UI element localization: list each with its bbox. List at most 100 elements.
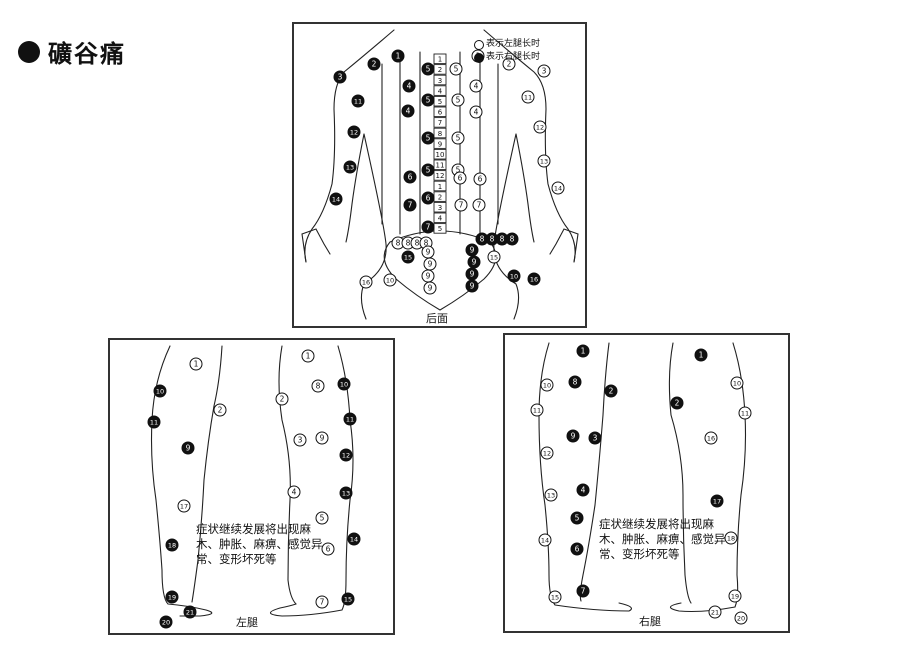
svg-text:5: 5: [426, 166, 431, 175]
svg-text:7: 7: [320, 598, 325, 607]
svg-text:11: 11: [354, 98, 362, 106]
left-leg-point-19: 4: [287, 485, 301, 499]
left-leg-point-1: 1: [189, 357, 203, 371]
svg-text:7: 7: [581, 587, 586, 596]
svg-text:8: 8: [510, 235, 515, 244]
svg-text:20: 20: [737, 615, 745, 623]
back-point-24: 7: [421, 220, 435, 234]
right-leg-point-14: 7: [576, 584, 590, 598]
svg-text:11: 11: [150, 419, 158, 427]
svg-text:7: 7: [426, 223, 431, 232]
right-note: 症状继续发展将出现麻木、肿胀、麻痹、感觉异常、变形坏死等: [599, 517, 726, 561]
vertebra-16: 4: [433, 212, 447, 224]
filled-circle-icon: [474, 52, 484, 63]
svg-text:6: 6: [438, 109, 443, 117]
vertebra-13: 1: [433, 180, 447, 192]
back-point-48: 9: [423, 281, 437, 295]
back-point-54: 10: [383, 273, 397, 287]
svg-text:17: 17: [180, 503, 188, 511]
heading-text: 礦谷痛: [48, 39, 126, 68]
back-point-20: 5: [421, 163, 435, 177]
right-leg-point-20: 16: [704, 431, 718, 445]
right-leg-point-5: 11: [530, 403, 544, 417]
svg-text:2: 2: [372, 60, 377, 69]
left-leg-point-17: 9: [315, 431, 329, 445]
svg-text:14: 14: [332, 196, 340, 204]
left-leg-point-6: 17: [177, 499, 191, 513]
back-point-28: 4: [469, 105, 483, 119]
back-point-5: 2: [502, 57, 516, 71]
right-leg-point-3: 8: [568, 375, 582, 389]
left-leg-point-23: 6: [321, 542, 335, 556]
vertebra-11: 11: [433, 159, 447, 171]
back-point-46: 9: [423, 257, 437, 271]
vertebra-6: 6: [433, 106, 447, 118]
svg-text:20: 20: [162, 619, 170, 627]
svg-text:4: 4: [438, 215, 443, 223]
svg-text:4: 4: [406, 107, 411, 116]
svg-text:5: 5: [320, 514, 325, 523]
svg-text:9: 9: [320, 434, 325, 443]
svg-text:5: 5: [426, 134, 431, 143]
svg-text:16: 16: [707, 435, 715, 443]
right-leg-point-6: 9: [566, 429, 580, 443]
svg-text:4: 4: [407, 82, 412, 91]
back-point-9: 13: [343, 160, 357, 174]
left-leg-point-5: 9: [181, 441, 195, 455]
vertebra-14: 2: [433, 191, 447, 202]
back-point-49: 9: [465, 243, 479, 257]
vertebra-8: 8: [433, 127, 447, 139]
svg-text:10: 10: [386, 277, 394, 285]
back-point-19: 5: [421, 131, 435, 145]
svg-text:4: 4: [292, 488, 297, 497]
svg-text:9: 9: [571, 432, 576, 441]
vertebra-4: 4: [433, 85, 447, 96]
svg-text:1: 1: [438, 183, 442, 191]
vertebra-1: 1: [433, 53, 447, 65]
svg-text:2: 2: [675, 399, 680, 408]
svg-text:12: 12: [342, 452, 350, 460]
svg-text:1: 1: [194, 360, 199, 369]
vertebra-5: 5: [433, 95, 447, 107]
svg-text:12: 12: [436, 172, 445, 180]
svg-text:1: 1: [699, 351, 704, 360]
left-leg-point-25: 15: [341, 592, 355, 606]
svg-text:7: 7: [408, 201, 413, 210]
svg-text:7: 7: [459, 201, 464, 210]
left-leg-point-18: 12: [339, 448, 353, 462]
svg-text:5: 5: [456, 166, 461, 175]
svg-text:8: 8: [438, 130, 442, 138]
back-point-11: 11: [521, 90, 535, 104]
svg-text:5: 5: [438, 225, 442, 233]
back-point-31: 6: [453, 171, 467, 185]
svg-text:4: 4: [581, 486, 586, 495]
svg-text:7: 7: [477, 201, 482, 210]
back-point-2: 2: [367, 57, 381, 71]
back-point-36: 8: [401, 236, 415, 250]
svg-text:10: 10: [340, 381, 348, 389]
svg-text:2: 2: [438, 66, 442, 74]
right-leg-point-12: 14: [538, 533, 552, 547]
svg-text:17: 17: [713, 498, 721, 506]
back-point-43: 15: [401, 250, 415, 264]
back-point-50: 9: [467, 255, 481, 269]
back-point-21: 6: [403, 170, 417, 184]
right-leg-point-8: 12: [540, 446, 554, 460]
left-leg-point-13: 10: [337, 377, 351, 391]
svg-text:3: 3: [438, 77, 442, 85]
svg-text:9: 9: [438, 140, 442, 148]
svg-text:13: 13: [346, 164, 354, 172]
svg-text:11: 11: [346, 416, 354, 424]
vertebra-12: 12: [433, 170, 447, 181]
back-point-42: 8: [505, 232, 519, 246]
right-leg-point-2: 10: [540, 378, 554, 392]
right-leg-point-11: 5: [570, 511, 584, 525]
right-leg-point-23: 19: [728, 589, 742, 603]
svg-text:8: 8: [573, 378, 578, 387]
svg-text:9: 9: [428, 260, 433, 269]
left-leg-point-20: 13: [339, 486, 353, 500]
